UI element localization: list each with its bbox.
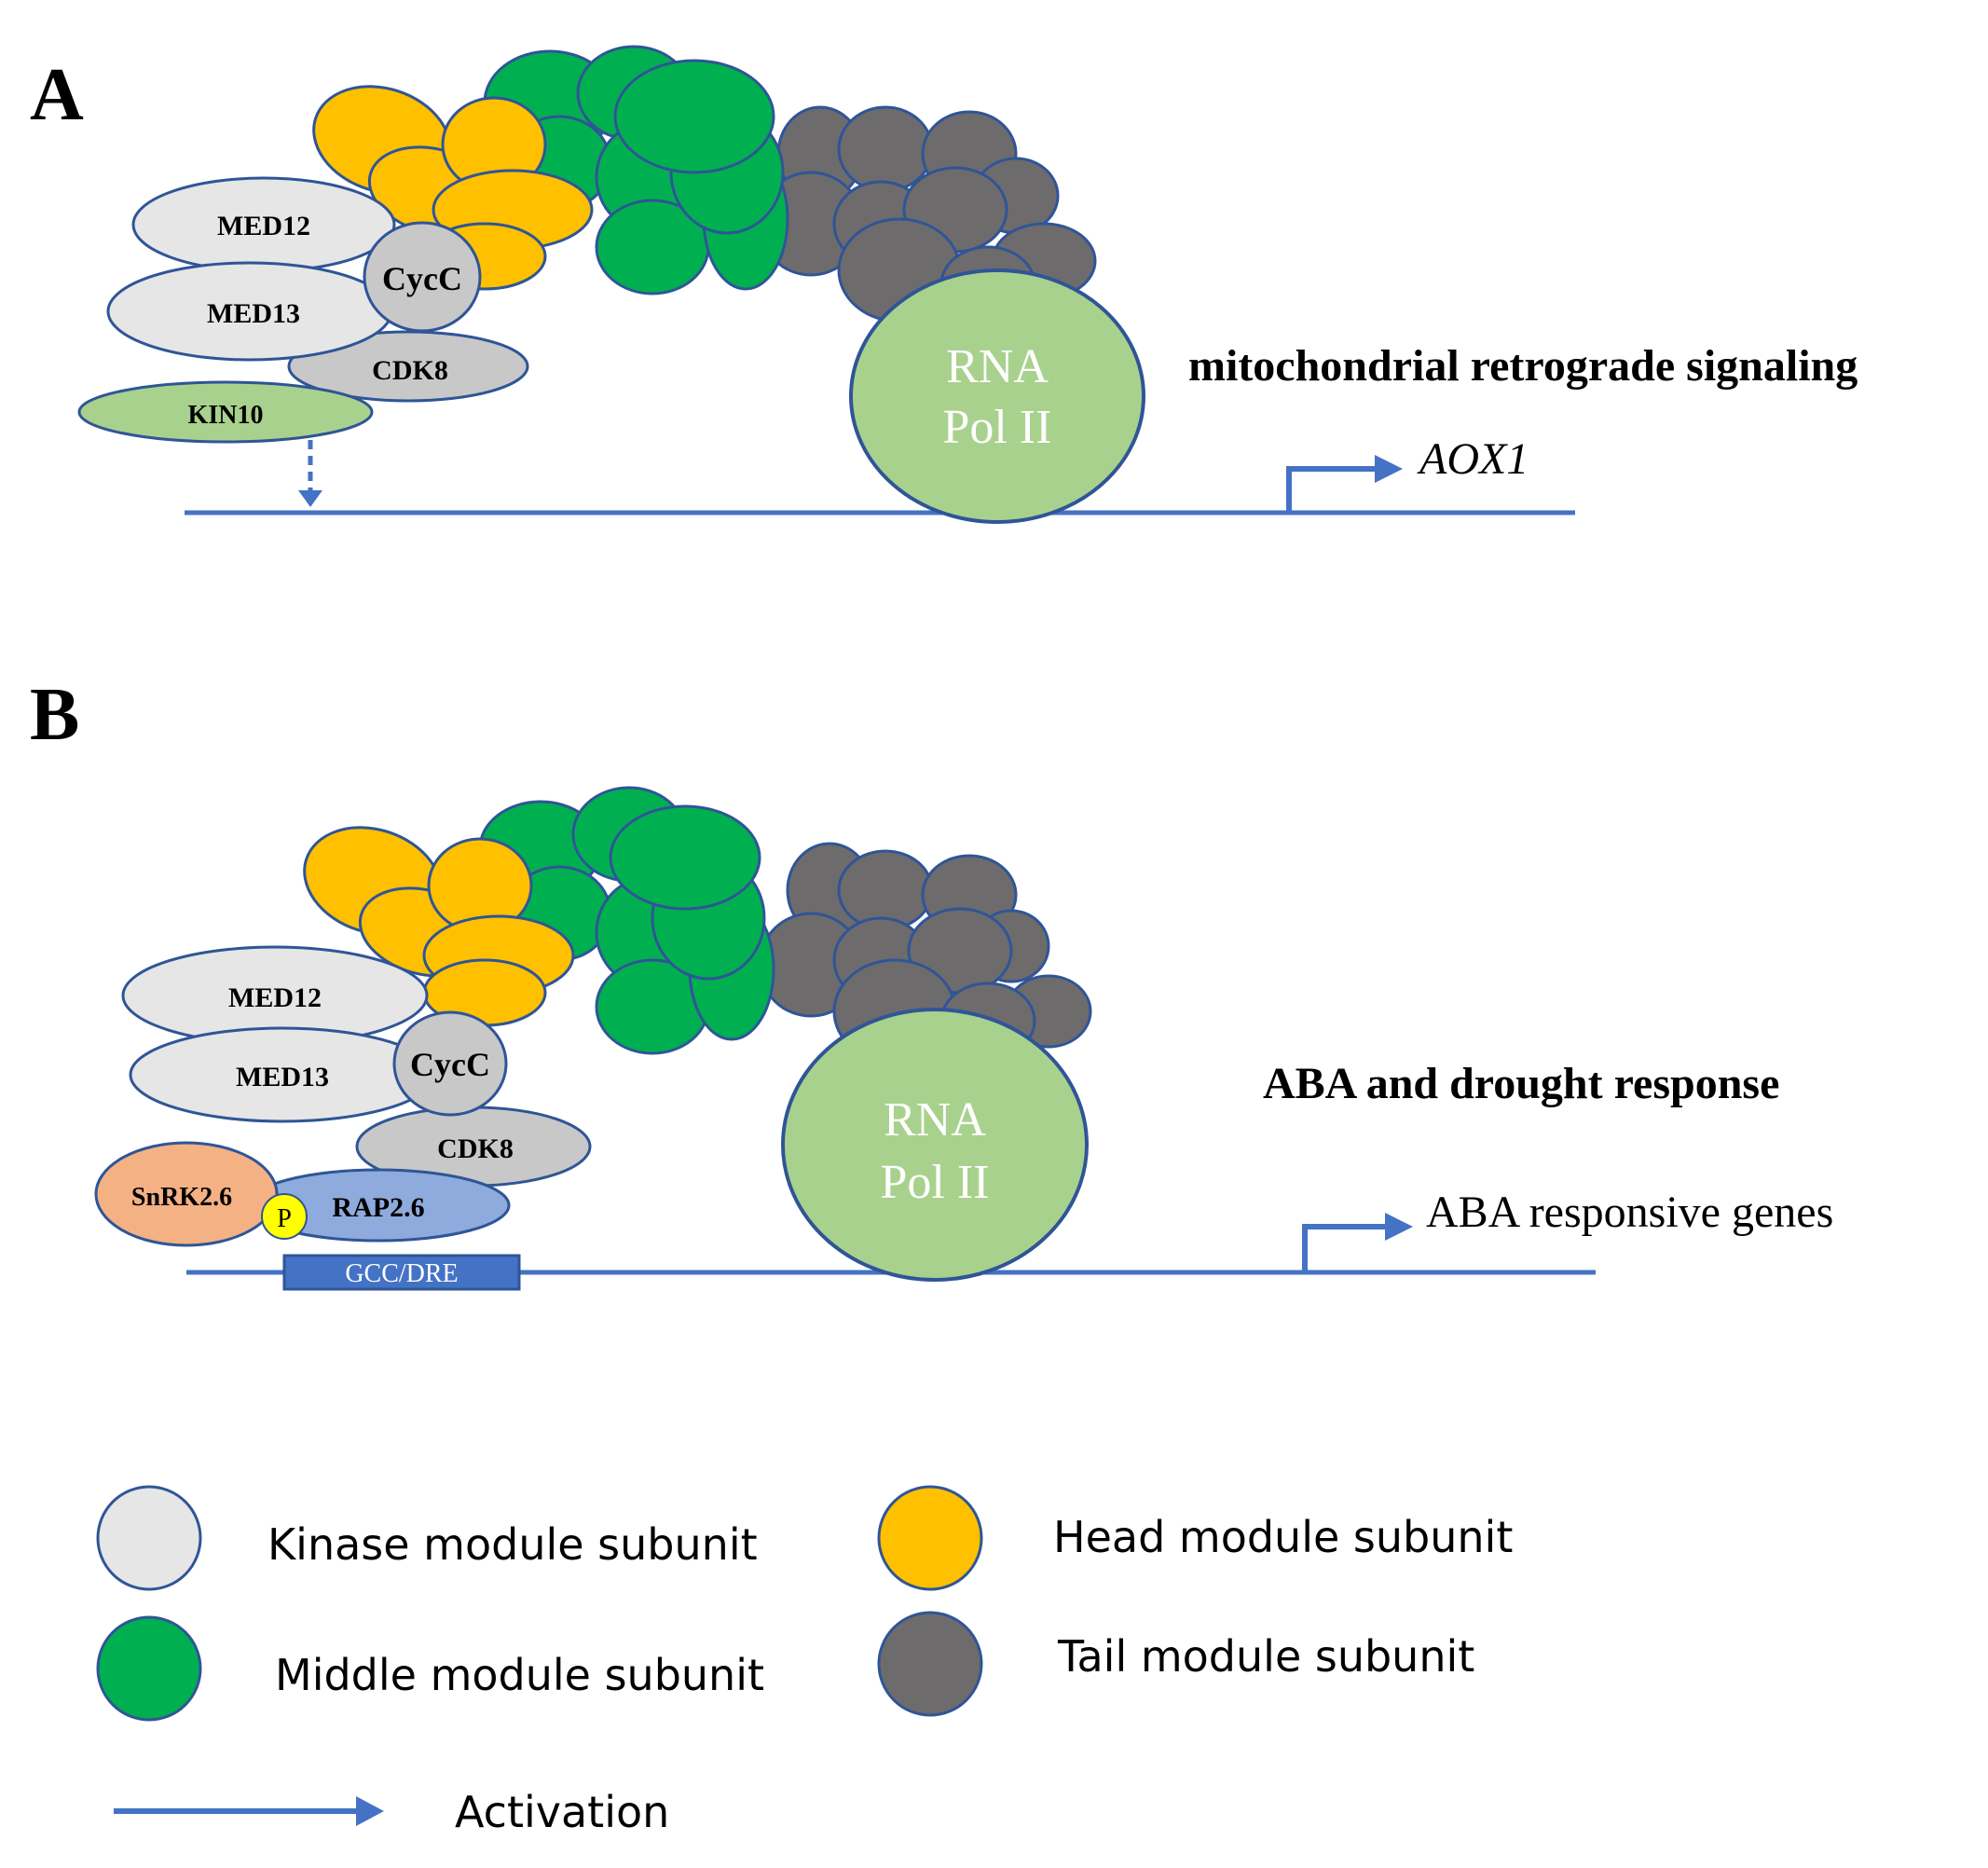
cycc-a: CycC <box>363 221 482 333</box>
gene-aox1: AOX1 <box>1417 434 1529 484</box>
cdk8-b: CDK8 <box>355 1106 592 1188</box>
cdk8-b-label: CDK8 <box>437 1133 514 1164</box>
cycc-b-label: CycC <box>410 1046 490 1083</box>
med13-a: MED13 <box>106 261 393 362</box>
gene-aba-responsive: ABA responsive genes <box>1426 1188 1833 1237</box>
legend-activation-label: Activation <box>455 1787 669 1837</box>
panel-b-letter: B <box>30 674 79 756</box>
cycc-b: CycC <box>392 1010 508 1117</box>
panel-a: A <box>30 45 1858 524</box>
legend-middle-label: Middle module subunit <box>275 1650 764 1700</box>
tss-arrow-a <box>1286 466 1379 513</box>
kin10-a: KIN10 <box>77 380 374 444</box>
med12-b: MED12 <box>121 945 429 1046</box>
legend-kinase-swatch <box>96 1485 202 1591</box>
snrk2-6: SnRK2.6 <box>94 1141 279 1247</box>
legend-tail-swatch <box>877 1611 983 1717</box>
rna-pol-ii-b-line1: RNA <box>884 1093 986 1147</box>
rna-pol-ii-a <box>849 268 1145 524</box>
phosphate-label: P <box>277 1204 292 1233</box>
cycc-a-label: CycC <box>382 260 462 297</box>
med13-a-label: MED13 <box>207 298 300 329</box>
head-module-b <box>303 826 575 1027</box>
cdk8-a-label: CDK8 <box>372 355 448 386</box>
gcc-dre-element: GCC/DRE <box>282 1254 521 1291</box>
legend-head-label: Head module subunit <box>1053 1512 1513 1562</box>
rna-pol-ii-b-line2: Pol II <box>881 1156 990 1209</box>
med12-a: MED12 <box>131 176 396 273</box>
phosphate: P <box>261 1193 308 1240</box>
legend-middle-swatch <box>96 1615 202 1722</box>
panel-a-title: mitochondrial retrograde signaling <box>1188 341 1858 391</box>
panel-b: B <box>30 674 1833 1291</box>
legend: Kinase module subunit Head module subuni… <box>96 1485 1513 1837</box>
med13-b: MED13 <box>129 1026 436 1123</box>
tss-arrowhead-a <box>1375 455 1403 483</box>
legend-activation-arrowhead <box>356 1796 384 1826</box>
rna-pol-ii-a-line1: RNA <box>946 340 1049 393</box>
legend-kinase-label: Kinase module subunit <box>267 1519 758 1570</box>
middle-module-b <box>478 786 775 1055</box>
head-module-a <box>312 85 594 291</box>
rap2-6-label: RAP2.6 <box>332 1192 424 1223</box>
panel-a-letter: A <box>30 54 84 136</box>
panel-b-title: ABA and drought response <box>1263 1059 1779 1108</box>
legend-tail-label: Tail module subunit <box>1057 1631 1474 1682</box>
kin10-activation-arrowhead <box>298 490 322 507</box>
gcc-dre-label: GCC/DRE <box>345 1259 458 1288</box>
rna-pol-ii-a-line2: Pol II <box>943 401 1052 454</box>
cdk8-a: CDK8 <box>287 330 529 403</box>
med12-b-label: MED12 <box>228 982 322 1013</box>
rna-pol-ii-b <box>781 1008 1089 1282</box>
tss-arrowhead-b <box>1385 1213 1413 1241</box>
legend-head-swatch <box>877 1485 983 1591</box>
rap2-6: RAP2.6 <box>246 1168 511 1243</box>
snrk2-6-label: SnRK2.6 <box>131 1183 232 1212</box>
tss-arrow-b <box>1302 1224 1389 1272</box>
kin10-a-label: KIN10 <box>188 401 264 430</box>
med13-b-label: MED13 <box>236 1062 329 1092</box>
med12-a-label: MED12 <box>217 211 310 241</box>
